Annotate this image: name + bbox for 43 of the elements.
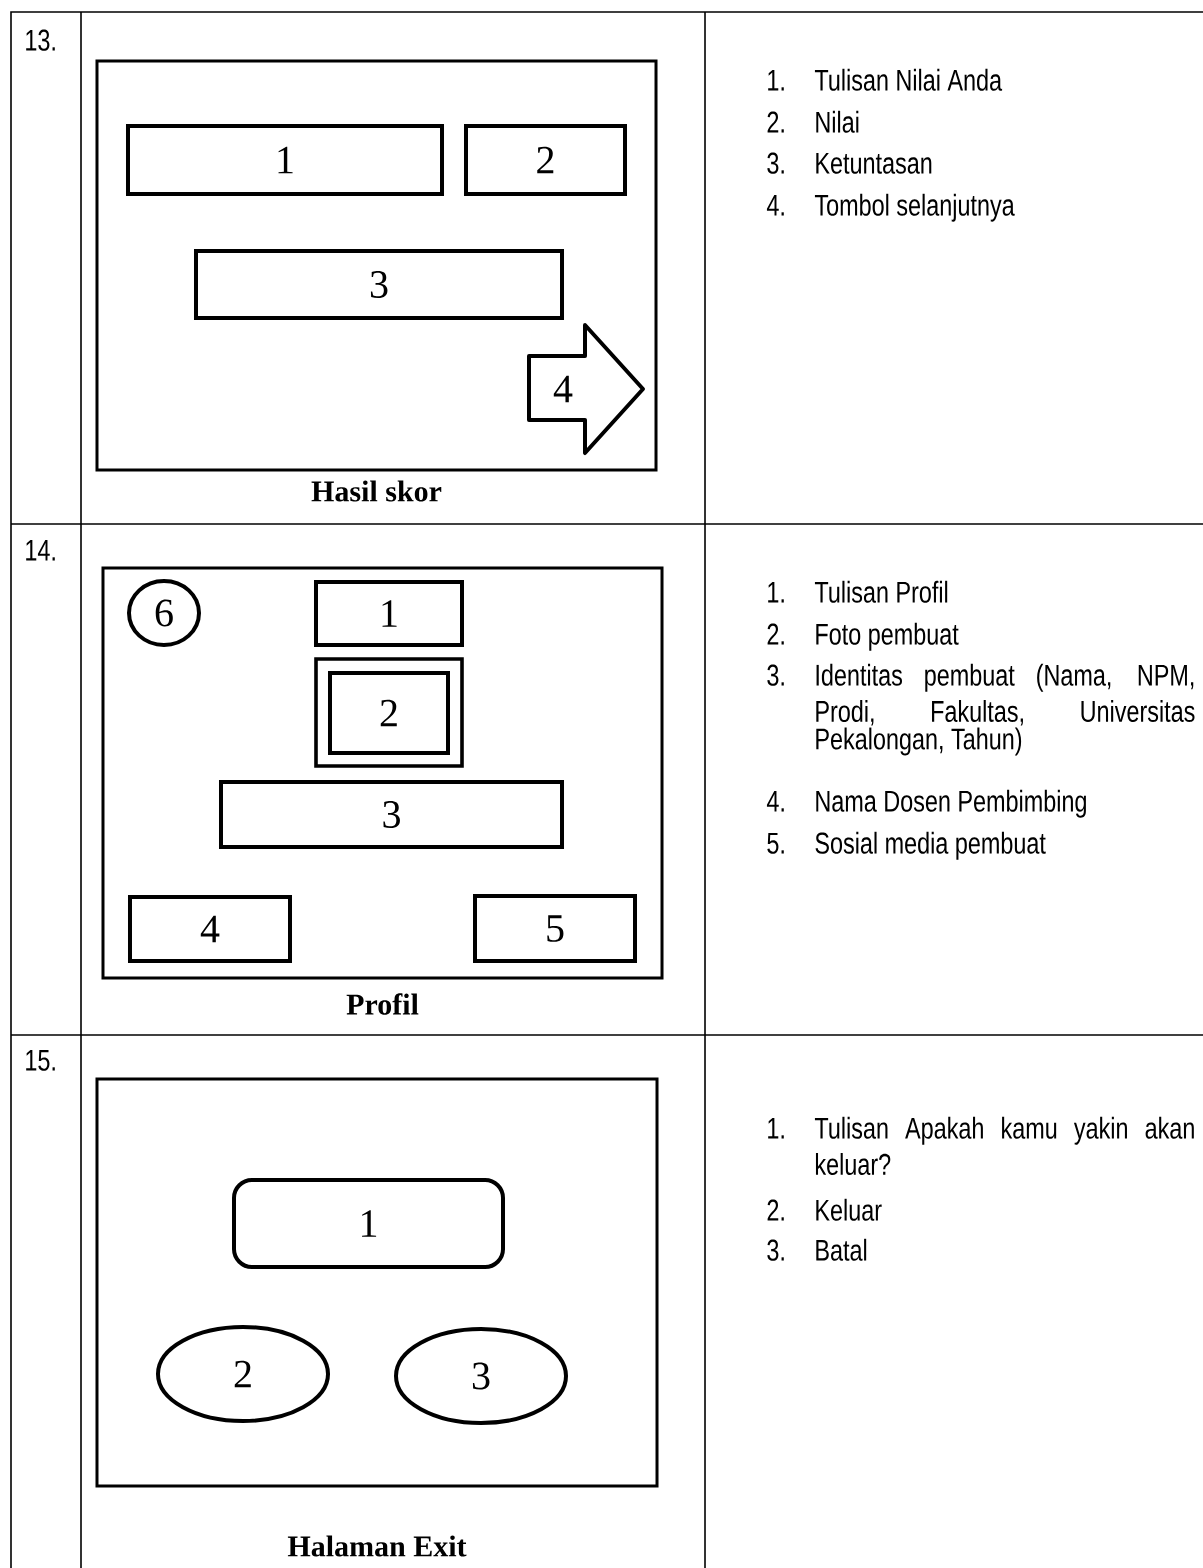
content-box: 3 (219, 780, 564, 849)
oval-button: 2 (156, 1325, 330, 1423)
list-number: 2. (767, 111, 784, 133)
list-number: 3. (767, 664, 784, 686)
list-item: Tulisan Nilai Anda (814, 68, 1003, 91)
list-number: 5. (767, 832, 784, 854)
oval-button: 6 (127, 579, 201, 647)
content-box: 2 (328, 671, 450, 755)
list-item: Sosial media pembuat (815, 831, 1046, 860)
content-box: 1 (314, 580, 464, 647)
list-item: Tulisan Apakah kamu yakin akan keluar? (814, 1116, 1194, 1176)
oval-button: 3 (394, 1327, 568, 1425)
list-item: Nilai (816, 110, 859, 133)
list-item: Identitas pembuat (Nama, NPM, Prodi, Fakultas, Universitas Pekalongan, Tahun) (816, 663, 1195, 756)
screen-title: Hasil skor (311, 480, 442, 502)
list-item: Keluar (816, 1198, 882, 1221)
list-item: Nama Dosen Pembimbing (816, 789, 1086, 818)
content-box: 1 (126, 124, 444, 196)
message-box: 1 (232, 1178, 505, 1269)
screen-title: Profil (346, 993, 419, 1015)
list-item: Tulisan Profil (814, 580, 948, 603)
list-item: Ketuntasan (816, 152, 932, 174)
row-number: 13. (26, 29, 55, 51)
list-number: 4. (766, 194, 784, 216)
list-number: 3. (767, 1239, 784, 1261)
list-item: Foto pembuat (816, 622, 959, 651)
list-number: 1. (768, 69, 784, 91)
list-number: 1. (768, 1117, 784, 1139)
content-box: 4 (128, 895, 292, 963)
screen-title: Halaman Exit (287, 1535, 467, 1557)
list-number: 2. (767, 1199, 784, 1221)
row-number: 14. (26, 539, 55, 561)
list-item: Batal (816, 1238, 867, 1261)
frame-box (314, 657, 464, 768)
list-number: 4. (766, 790, 784, 812)
row-number: 15. (26, 1049, 55, 1071)
list-number: 2. (767, 623, 784, 645)
content-box: 3 (194, 249, 564, 320)
list-item: Tombol selanjutnya (814, 193, 1015, 222)
list-number: 1. (768, 581, 784, 603)
content-box: 5 (473, 894, 637, 963)
content-box: 2 (464, 124, 627, 196)
list-number: 3. (767, 152, 784, 174)
